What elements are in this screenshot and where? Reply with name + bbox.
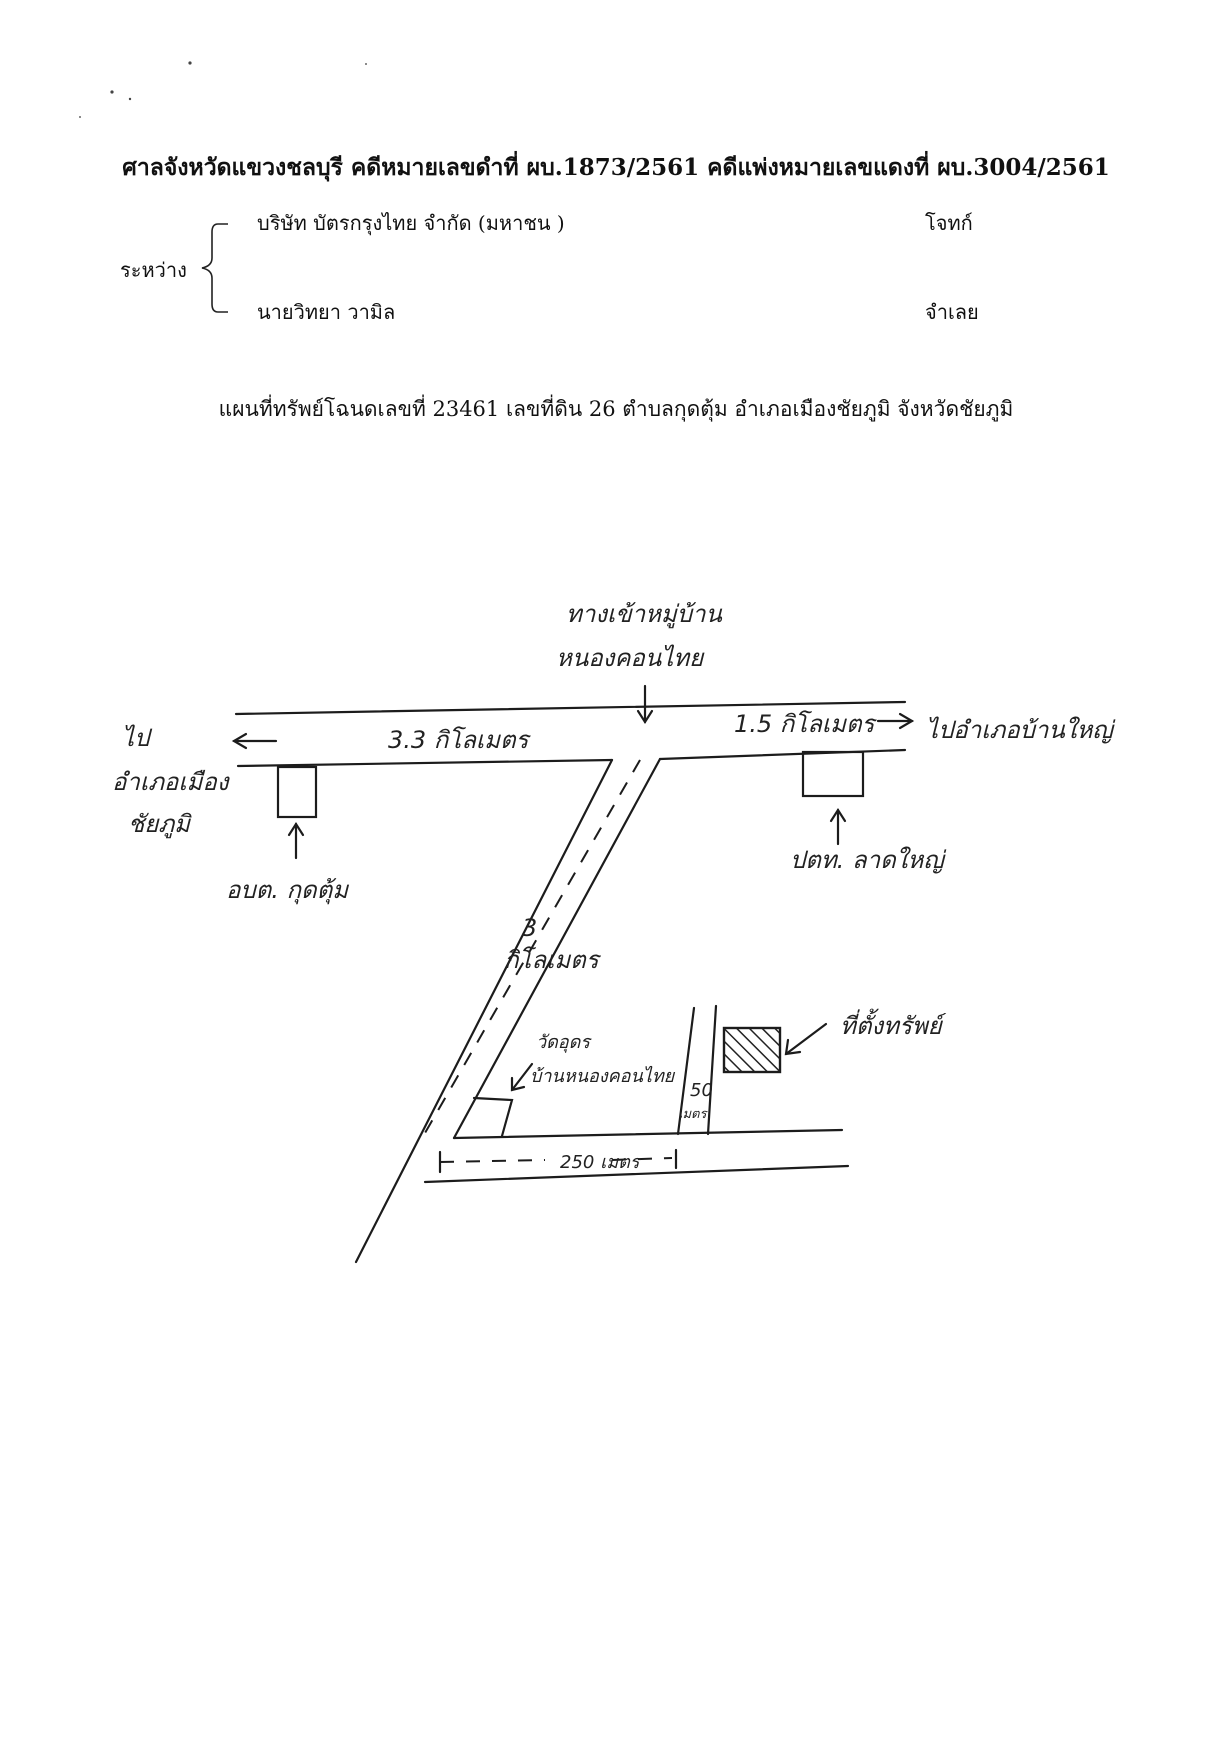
entrance-label-line2: หนองคอนไทย xyxy=(556,644,705,672)
diagonal-road xyxy=(354,757,662,1264)
plaintiff-role: โจทก์ xyxy=(925,211,973,235)
party-brace xyxy=(201,223,228,313)
main-road xyxy=(234,700,907,768)
left-building-label: อบต. กุดตุ้ม xyxy=(226,876,349,905)
between-label: ระหว่าง xyxy=(120,258,187,282)
side-distance-line1: 50 xyxy=(690,1080,713,1101)
left-building xyxy=(276,765,318,819)
diagonal-distance-line1: 3 xyxy=(522,914,537,942)
plaintiff-name: บริษัท บัตรกรุงไทย จำกัด (มหาชน ) xyxy=(257,211,565,235)
arrow-right-icon xyxy=(876,712,915,730)
temple-label-line2: บ้านหนองคอนไทย xyxy=(530,1065,676,1087)
defendant-role: จำเลย xyxy=(925,300,979,324)
scan-specks xyxy=(79,61,367,118)
right-building-label: ปตท. ลาดใหญ่ xyxy=(790,846,947,874)
defendant-name: นายวิทยา วามิล xyxy=(257,300,396,324)
arrow-left-icon xyxy=(231,732,278,750)
document-title: ศาลจังหวัดแขวงชลบุรี คดีหมายเลขดำที่ ผบ.… xyxy=(122,154,1110,181)
temple-label-line1: วัดอุดร xyxy=(536,1032,592,1053)
arrow-down-left-icon xyxy=(784,1022,828,1056)
lower-road xyxy=(423,1128,850,1184)
distance-left-label: 3.3 กิโลเมตร xyxy=(388,726,532,754)
side-road xyxy=(676,1004,718,1136)
to-left-line2: อำเภอเมือง xyxy=(112,768,231,796)
arrow-down-icon xyxy=(636,684,654,725)
side-distance-line2: เมตร xyxy=(678,1107,708,1122)
to-left-line1: ไป xyxy=(122,724,153,752)
temple-building xyxy=(472,1096,514,1138)
property-plot xyxy=(722,1026,782,1074)
map-subtitle: แผนที่ทรัพย์โฉนดเลขที่ 23461 เลขที่ดิน 2… xyxy=(218,397,1014,421)
to-left-line3: ชัยภูมิ xyxy=(128,810,192,839)
property-label: ที่ตั้งทรัพย์ xyxy=(840,1008,947,1040)
arrow-up-icon xyxy=(829,807,847,846)
entrance-label-line1: ทางเข้าหมู่บ้าน xyxy=(566,600,722,629)
arrow-down-left-icon xyxy=(510,1062,534,1092)
arrow-up-icon xyxy=(287,821,305,860)
diagonal-distance-line2: กิโลเมตร xyxy=(504,946,602,974)
right-building xyxy=(801,750,865,798)
distance-right-label: 1.5 กิโลเมตร xyxy=(734,710,878,738)
bottom-distance-label: 250 เมตร xyxy=(560,1152,642,1173)
to-right-label: ไปอำเภอบ้านใหญ่ xyxy=(926,716,1116,744)
